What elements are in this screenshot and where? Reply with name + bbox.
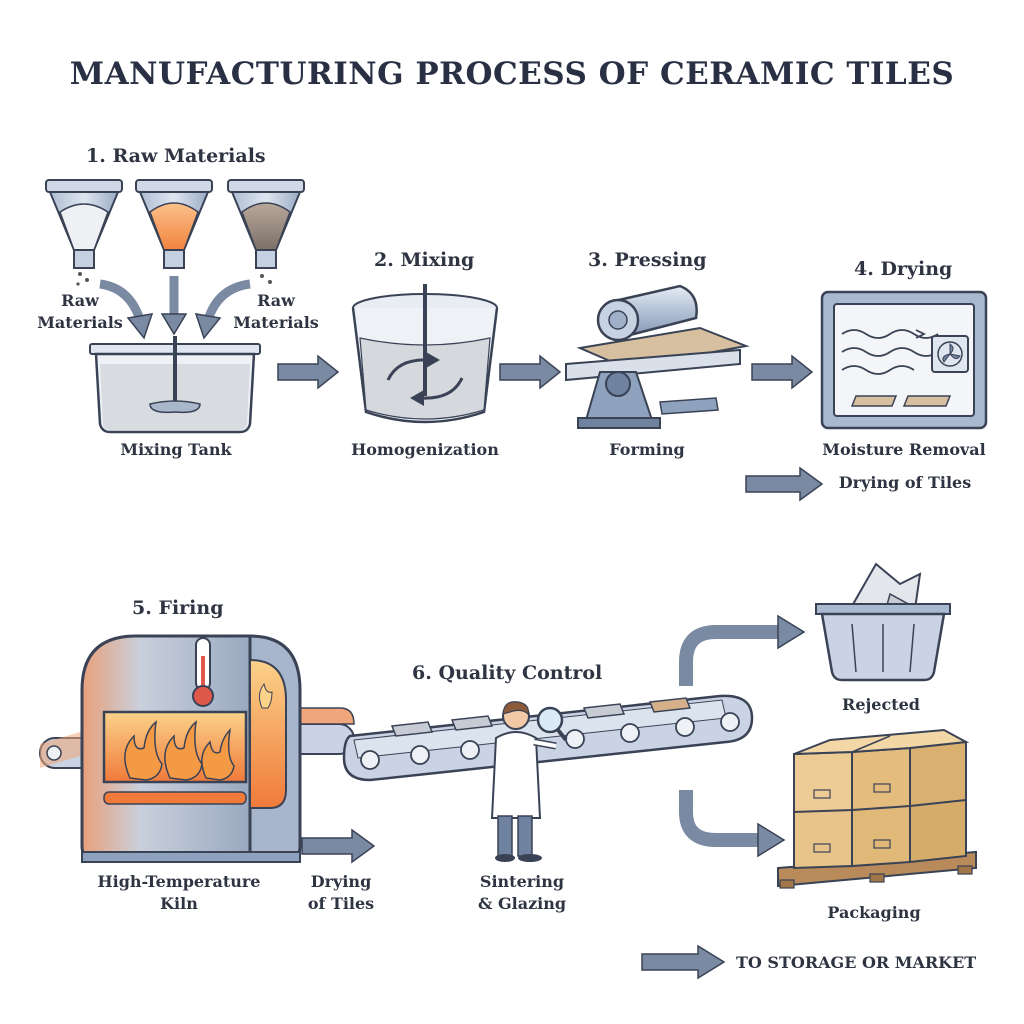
step-4-caption: Moisture Removal: [822, 440, 986, 459]
step-1-caption: Mixing Tank: [120, 440, 232, 459]
flame-icon: [124, 682, 273, 781]
step-6-title: 6. Quality Control: [412, 662, 603, 684]
reject-bin-icon: [815, 562, 951, 682]
step-2-title: 2. Mixing: [374, 249, 475, 271]
final-destination-label: TO STORAGE OR MARKET: [736, 953, 977, 972]
packaging-label: Packaging: [827, 903, 921, 922]
step-3-title: 3. Pressing: [588, 249, 707, 271]
step-4-title: 4. Drying: [854, 258, 953, 280]
step-1-title: 1. Raw Materials: [86, 145, 266, 167]
arrow-right-icon: [277, 354, 340, 390]
step-3-caption: Forming: [609, 440, 685, 459]
step-4-subcaption: Drying of Tiles: [838, 473, 972, 492]
arrow-right-icon: [499, 354, 562, 390]
hopper-icon: [227, 179, 305, 284]
step-5-subcaption-text: Drying of Tiles: [307, 872, 375, 913]
drying-oven-icon: [820, 290, 988, 430]
arrow-right-icon: [301, 828, 376, 864]
hopper-left-label-text: Raw Materials: [37, 291, 123, 332]
thermometer-icon: [192, 637, 214, 707]
step-5-caption-text: High-Temperature Kiln: [97, 872, 261, 913]
feed-arrow-right: [194, 279, 251, 340]
hopper-right-label-text: Raw Materials: [233, 291, 319, 332]
hopper-icon: [135, 179, 213, 269]
inspector-icon: [490, 701, 557, 862]
hopper-left-label: Raw Materials: [30, 290, 130, 334]
magnifier-icon: [536, 706, 568, 742]
step-2-caption: Homogenization: [351, 440, 499, 459]
hopper-right-label: Raw Materials: [226, 290, 326, 334]
mixing-tank-icon: [89, 336, 261, 434]
hopper-icon: [45, 179, 123, 286]
boxes-pallet-icon: [777, 728, 977, 889]
arrow-to-rejected: [679, 614, 806, 686]
arrow-right-icon: [751, 354, 814, 390]
step-5-caption: High-Temperature Kiln: [86, 871, 272, 915]
arrow-right-icon: [641, 944, 726, 980]
rejected-label: Rejected: [842, 695, 920, 714]
step-6-caption-text: Sintering & Glazing: [477, 872, 567, 913]
arrow-to-packaging: [679, 790, 786, 858]
page-title: MANUFACTURING PROCESS OF CERAMIC TILES: [69, 56, 955, 92]
press-roller-icon: [565, 284, 750, 429]
fan-icon: [931, 335, 969, 373]
step-6-caption: Sintering & Glazing: [462, 871, 582, 915]
arrow-right-icon: [745, 466, 824, 502]
feed-arrow-center: [160, 276, 188, 336]
mixer-icon: [351, 284, 499, 424]
step-5-title: 5. Firing: [132, 597, 224, 619]
feed-arrow-left: [99, 279, 154, 340]
step-5-subcaption: Drying of Tiles: [296, 871, 386, 915]
